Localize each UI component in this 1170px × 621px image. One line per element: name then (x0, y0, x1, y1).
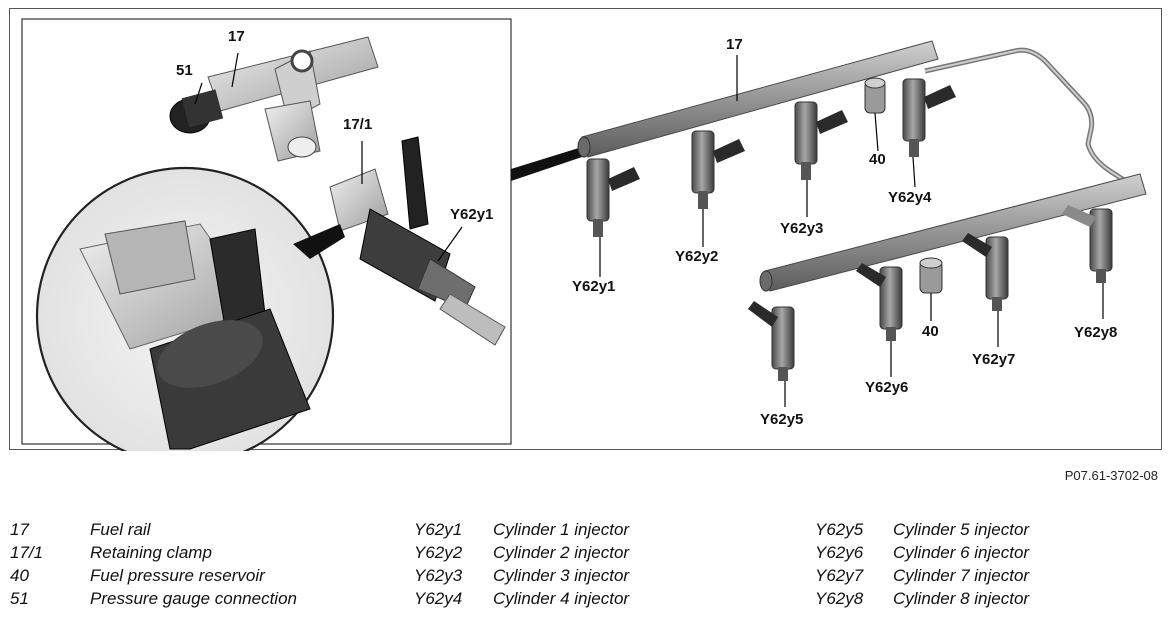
legend-code: Y62y7 (815, 566, 864, 585)
legend-code: 17 (10, 520, 29, 539)
legend-code: Y62y3 (414, 566, 463, 585)
callout-injector-y4: Y62y4 (888, 189, 932, 206)
callout-injector-y8: Y62y8 (1074, 324, 1117, 341)
injector-Y62y1 (586, 158, 640, 237)
injector-detail-Y62y1 (329, 136, 506, 346)
legend-description: Pressure gauge connection (90, 589, 297, 608)
legend-description: Cylinder 6 injector (893, 543, 1030, 562)
legend-description: Cylinder 1 injector (493, 520, 630, 539)
reservoir-upper (864, 77, 886, 114)
injector-Y62y3 (794, 101, 848, 180)
magnifier-pointer (293, 224, 345, 259)
legend-description: Cylinder 4 injector (493, 589, 630, 608)
legend-code: Y62y1 (414, 520, 463, 539)
legend-code: Y62y5 (815, 520, 864, 539)
fuel-return-line (924, 47, 1132, 187)
injector-Y62y7 (962, 233, 1009, 311)
legend-description: Cylinder 5 injector (893, 520, 1030, 539)
legend-description: Cylinder 8 injector (893, 589, 1030, 608)
callout-reservoir-lower: 40 (922, 323, 939, 340)
callout-injector-detail: Y62y1 (450, 206, 493, 223)
callout-injector-y1: Y62y1 (572, 278, 615, 295)
fuel-system-illustration: 17 51 17/1 Y62y1 17 40 Y62y4 Y62y3 Y62y2… (21, 18, 1147, 451)
reservoir-lower (919, 257, 943, 294)
legend-code: Y62y2 (414, 543, 463, 562)
leader-lines (194, 52, 1104, 407)
callout-injector-y6: Y62y6 (865, 379, 908, 396)
injector-Y62y4 (902, 78, 956, 157)
legend-code: Y62y6 (815, 543, 864, 562)
legend-code: Y62y4 (414, 589, 463, 608)
callout-injector-y2: Y62y2 (675, 248, 718, 265)
callout-injector-y7: Y62y7 (972, 351, 1015, 368)
legend-description: Fuel rail (90, 520, 151, 539)
inset-pointer (511, 147, 582, 181)
injector-Y62y8 (1062, 205, 1113, 283)
callout-injector-y3: Y62y3 (780, 220, 823, 237)
callout-fuel-rail-inset: 17 (228, 28, 245, 45)
injector-Y62y5 (748, 301, 795, 381)
callout-fuel-rail: 17 (726, 36, 743, 53)
lower-fuel-rail (759, 173, 1147, 292)
legend-description: Fuel pressure reservoir (90, 566, 265, 585)
pressure-gauge-connection (169, 36, 379, 162)
diagram-frame: 17 51 17/1 Y62y1 17 40 Y62y4 Y62y3 Y62y2… (9, 8, 1162, 451)
legend-description: Retaining clamp (90, 543, 212, 562)
legend-code: Y62y8 (815, 589, 864, 608)
injector-Y62y6 (856, 263, 903, 341)
callout-gauge-connection: 51 (176, 62, 193, 79)
legend-code: 17/1 (10, 543, 44, 562)
callout-retaining-clamp: 17/1 (343, 116, 372, 133)
upper-fuel-rail (577, 40, 939, 158)
legend-code: 40 (10, 566, 29, 585)
callout-reservoir-upper: 40 (869, 151, 886, 168)
legend-description: Cylinder 7 injector (893, 566, 1030, 585)
callout-injector-y5: Y62y5 (760, 411, 803, 428)
figure-reference-code: P07.61-3702-08 (1064, 468, 1158, 483)
legend-code: 51 (10, 589, 29, 608)
legend-description: Cylinder 3 injector (493, 566, 630, 585)
magnified-clamp-detail (35, 166, 335, 451)
legend-description: Cylinder 2 injector (493, 543, 630, 562)
injector-Y62y2 (691, 130, 745, 209)
fuel-return-line-highlight (924, 49, 1131, 185)
